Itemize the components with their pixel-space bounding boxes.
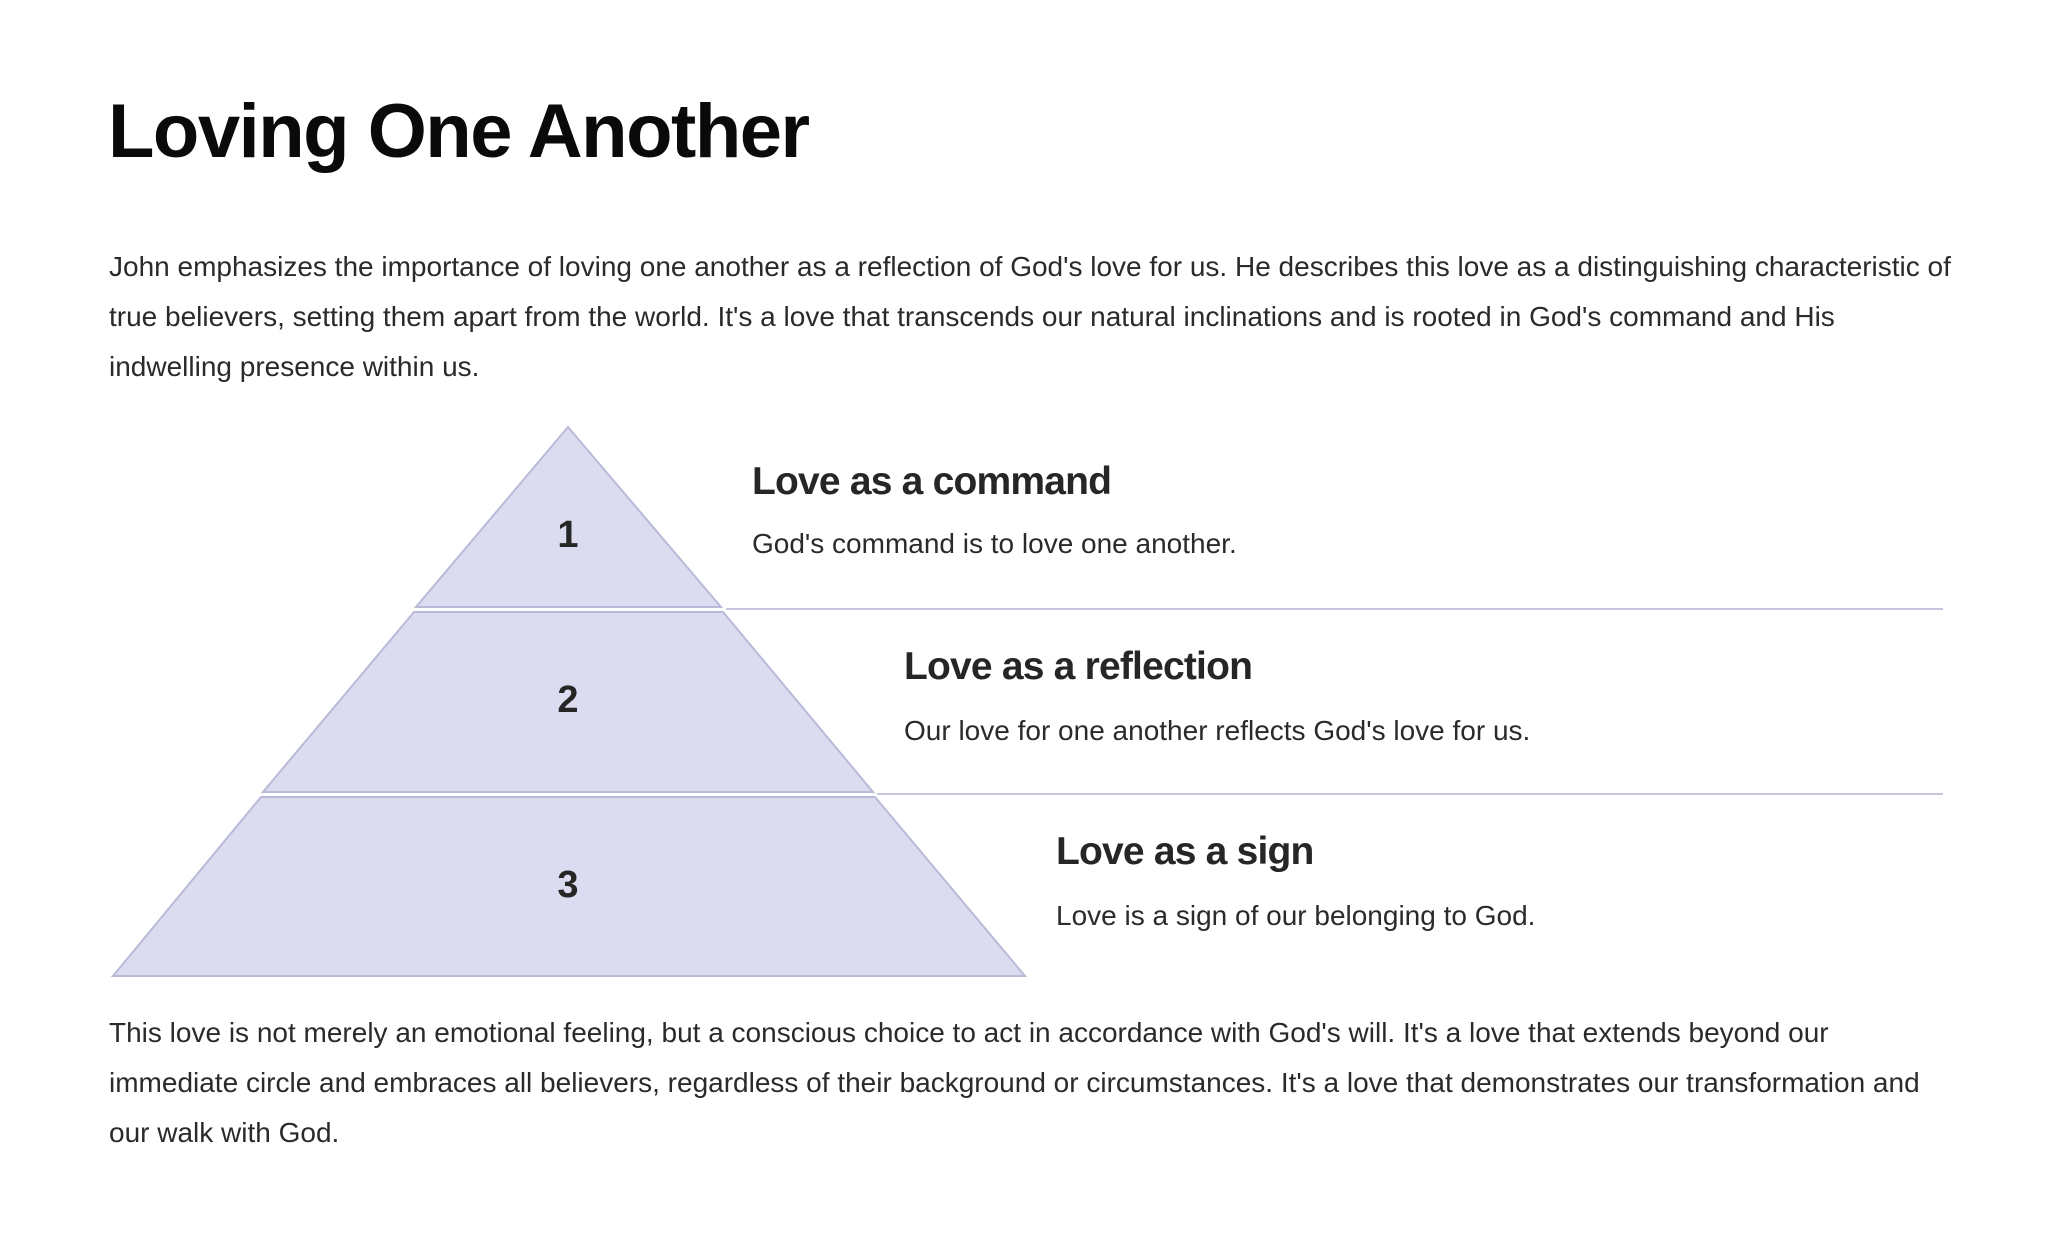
tier-number-2: 2 — [557, 679, 579, 721]
pyramid-tier-3 — [110, 796, 1028, 977]
pyramid-tier-1 — [413, 425, 724, 608]
intro-paragraph: John emphasizes the importance of loving… — [109, 251, 1951, 382]
tier-heading-2: Love as a reflection — [904, 645, 1253, 688]
tier-number-1: 1 — [557, 514, 579, 556]
tier-heading-3: Love as a sign — [1056, 830, 1314, 873]
tier-description-3: Love is a sign of our belonging to God. — [1056, 900, 1536, 931]
tier-divider-2 — [877, 793, 1943, 795]
tier-heading-1: Love as a command — [752, 460, 1112, 503]
tier-description-1: God's command is to love one another. — [752, 528, 1237, 559]
tier-number-3: 3 — [557, 864, 579, 906]
tier-divider-1 — [726, 608, 1943, 610]
conclusion-paragraph: This love is not merely an emotional fee… — [109, 1017, 1920, 1148]
pyramid-tier-2 — [260, 611, 876, 793]
page-title: Loving One Another — [108, 89, 810, 174]
tier-description-2: Our love for one another reflects God's … — [904, 715, 1531, 746]
